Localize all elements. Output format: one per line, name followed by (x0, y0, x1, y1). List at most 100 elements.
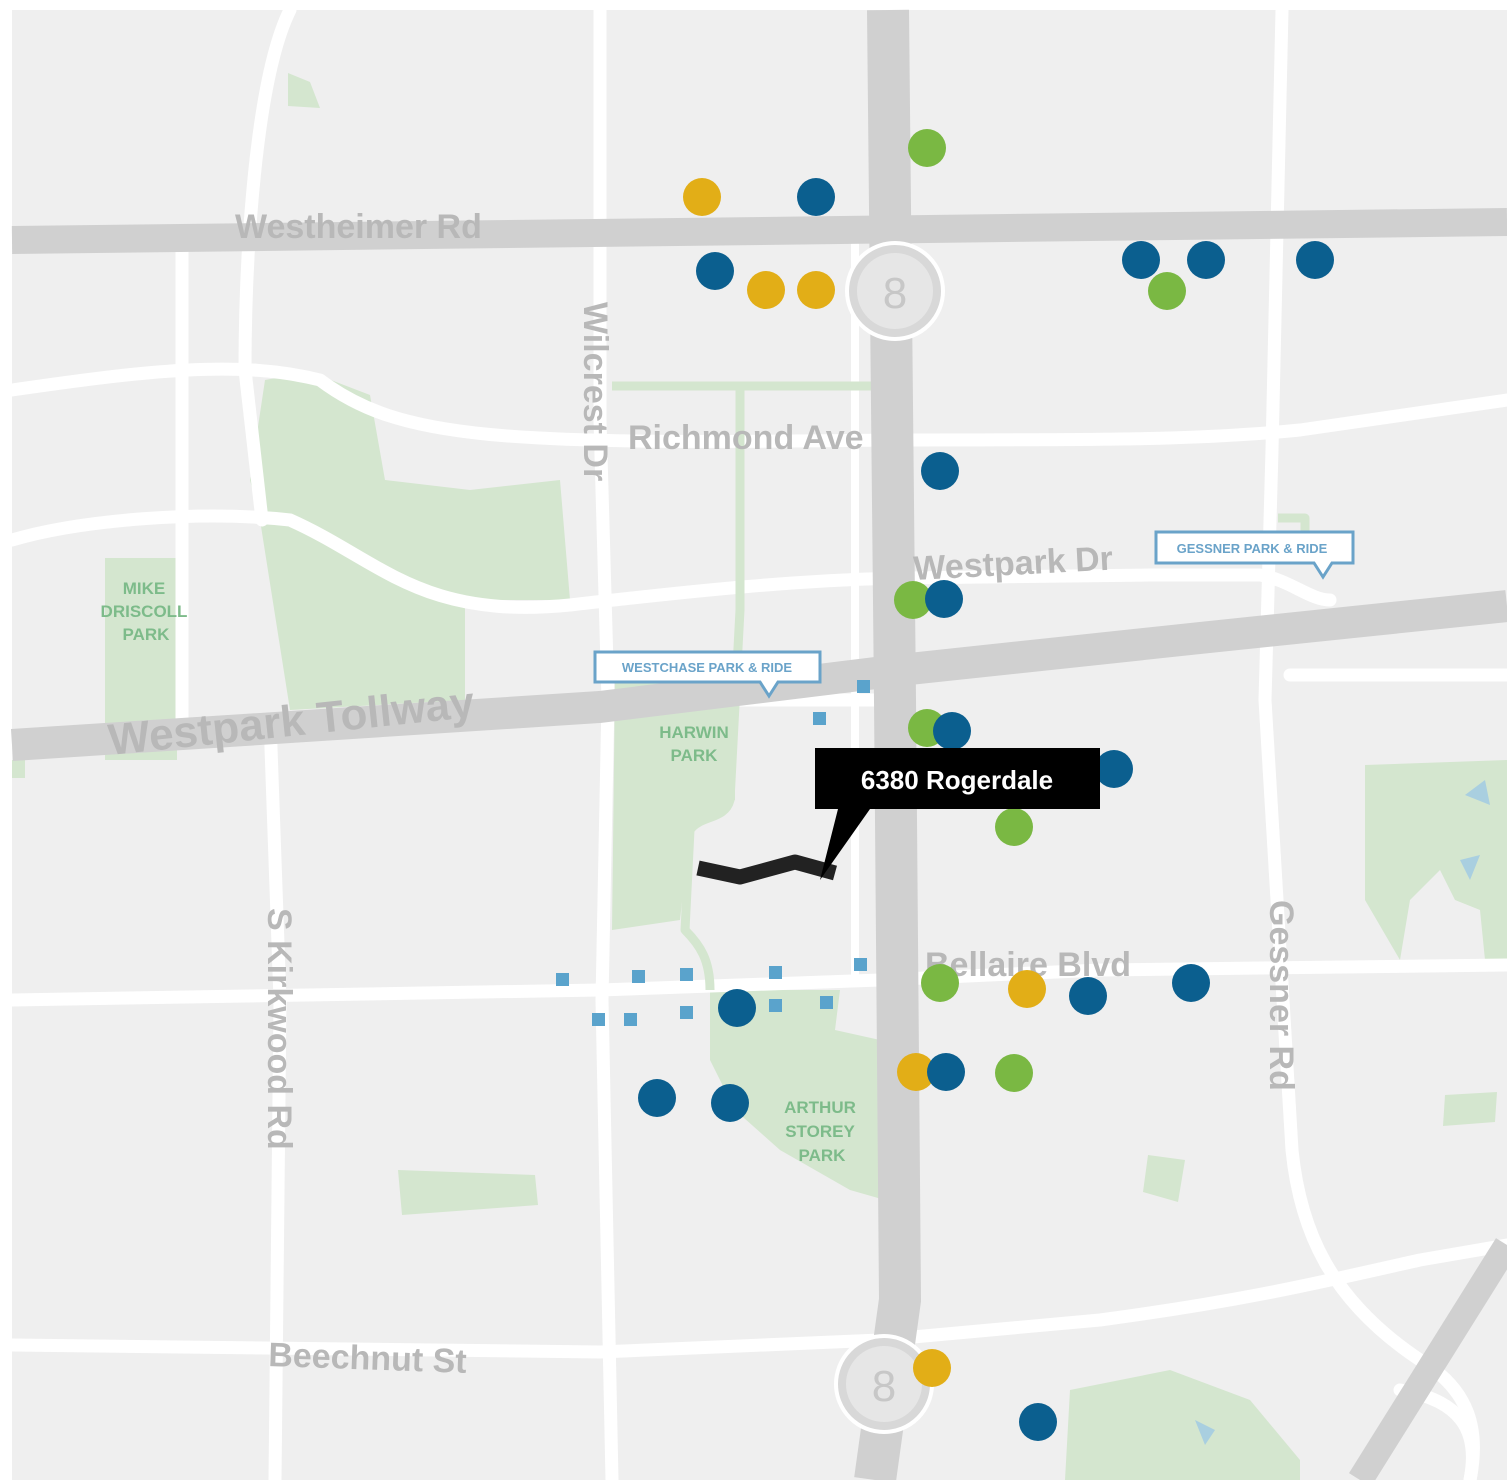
bus-stop (857, 680, 870, 693)
park-areas (12, 73, 1507, 1480)
callout-text: GESSNER PARK & RIDE (1177, 541, 1328, 556)
road-westpark-dr (5, 509, 1337, 614)
marker-yellow[interactable] (747, 271, 785, 309)
marker-blue[interactable] (1187, 241, 1225, 279)
road-label-beechnut: Beechnut St (268, 1336, 468, 1381)
marker-blue[interactable] (1172, 964, 1210, 1002)
shield-inner (857, 253, 933, 329)
bus-stop (680, 1006, 693, 1019)
road-label-westheimer: Westheimer Rd (235, 208, 482, 246)
road-beechnut (5, 1238, 1507, 1359)
park-area-lower-left-edge (12, 760, 25, 778)
marker-green[interactable] (921, 964, 959, 1002)
park-label-mike-driscoll: MIKE DRISCOLL PARK (101, 579, 188, 644)
highway-8 (854, 9, 922, 1480)
highway-westheimer (11, 208, 1507, 254)
trail (680, 386, 745, 991)
water-bit (1460, 855, 1480, 880)
park-area-bottom-small (398, 1170, 538, 1215)
marker-green[interactable] (908, 129, 946, 167)
park-label-arthur-storey: ARTHUR STOREY PARK (784, 1098, 856, 1165)
road-kirkwood-north (238, 3, 297, 527)
minor-roads (5, 3, 1507, 1480)
marker-yellow[interactable] (913, 1349, 951, 1387)
marker-blue[interactable] (1069, 977, 1107, 1015)
shield-number: 8 (883, 269, 907, 318)
bus-stop (632, 970, 645, 983)
callout-text: WESTCHASE PARK & RIDE (622, 660, 793, 675)
marker-yellow[interactable] (897, 1053, 935, 1091)
highway-8-shield-top: 8 (845, 241, 945, 341)
property-outline (696, 854, 837, 885)
bus-stop (592, 1013, 605, 1026)
map-land (12, 10, 1507, 1480)
park-area-large-west (250, 372, 570, 710)
marker-blue[interactable] (921, 452, 959, 490)
park-label-line: HARWIN (659, 723, 729, 742)
bus-stop (769, 999, 782, 1012)
park-label-harwin: HARWIN PARK (659, 723, 729, 765)
water-bit (1195, 1420, 1215, 1445)
park-label-line: PARK (123, 625, 171, 644)
park-label-line: PARK (799, 1146, 847, 1165)
marker-green[interactable] (1148, 272, 1186, 310)
park-area-south (1065, 1370, 1300, 1480)
property-callout-box (815, 748, 1100, 880)
road-label-gessner: Gessner Rd (1262, 900, 1300, 1091)
highway-8-shield-bottom: 8 (834, 1334, 934, 1434)
marker-blue[interactable] (797, 178, 835, 216)
westchase-park-and-ride-callout[interactable]: WESTCHASE PARK & RIDE (593, 650, 822, 699)
park-area-east-small (1443, 1092, 1497, 1126)
marker-yellow[interactable] (797, 271, 835, 309)
park-area-arthur-storey (710, 990, 885, 1200)
shield-number: 8 (872, 1362, 896, 1411)
bus-stop (820, 996, 833, 1009)
bus-stops (556, 680, 870, 1026)
marker-blue[interactable] (696, 252, 734, 290)
marker-blue[interactable] (711, 1084, 749, 1122)
amenity-markers (638, 129, 1334, 1441)
property-callout[interactable]: 6380 Rogerdale (815, 748, 1100, 880)
callout-box (593, 650, 822, 699)
park-area-southeast-small (1143, 1155, 1185, 1202)
marker-blue[interactable] (1019, 1403, 1057, 1441)
marker-blue[interactable] (1122, 241, 1160, 279)
bus-stop (854, 958, 867, 971)
park-label-line: MIKE (123, 579, 166, 598)
highway-sw (1348, 1238, 1507, 1480)
park-label-line: STOREY (785, 1122, 855, 1141)
marker-blue[interactable] (927, 1053, 965, 1091)
park-label-line: PARK (671, 746, 719, 765)
gessner-park-and-ride-callout[interactable]: GESSNER PARK & RIDE (1154, 530, 1355, 580)
marker-blue[interactable] (1095, 750, 1133, 788)
bus-stop (680, 968, 693, 981)
bus-stop (813, 712, 826, 725)
water-bits (1195, 780, 1490, 1445)
park-area-east (1365, 760, 1507, 960)
marker-green[interactable] (995, 808, 1033, 846)
property-label: 6380 Rogerdale (861, 765, 1053, 795)
park-area-harwin (612, 680, 735, 930)
park-label-line: ARTHUR (784, 1098, 856, 1117)
bus-stop (556, 973, 569, 986)
road-label-kirkwood: S Kirkwood Rd (260, 908, 298, 1150)
marker-blue[interactable] (638, 1079, 676, 1117)
marker-blue[interactable] (925, 580, 963, 618)
park-label-line: DRISCOLL (101, 602, 188, 621)
bus-stop (624, 1013, 637, 1026)
marker-blue[interactable] (718, 989, 756, 1027)
marker-blue[interactable] (1296, 241, 1334, 279)
bus-stop (769, 966, 782, 979)
marker-green[interactable] (995, 1054, 1033, 1092)
road-richmond (5, 362, 1507, 448)
marker-blue[interactable] (933, 712, 971, 750)
water-bit (1465, 780, 1490, 805)
road-label-wilcrest: Wilcrest Dr (576, 302, 614, 481)
marker-yellow[interactable] (683, 178, 721, 216)
marker-yellow[interactable] (1008, 970, 1046, 1008)
shield-inner (846, 1346, 922, 1422)
marker-green[interactable] (894, 581, 932, 619)
park-area-top-small (288, 73, 320, 108)
